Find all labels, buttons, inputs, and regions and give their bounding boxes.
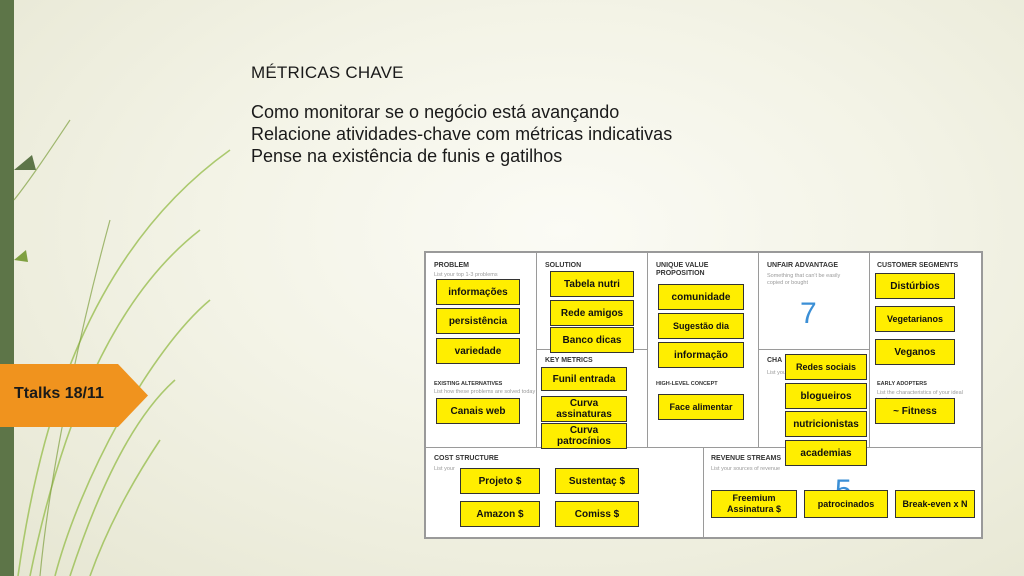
sticky-segment-1[interactable]: Distúrbios: [875, 273, 955, 299]
segments-header: CUSTOMER SEGMENTS: [877, 262, 959, 269]
sticky-channel-2[interactable]: blogueiros: [785, 383, 867, 409]
uvp-header: UNIQUE VALUE PROPOSITION: [656, 262, 709, 277]
sticky-problem-1[interactable]: informações: [436, 279, 520, 305]
slide-line-2: Relacione atividades-chave com métricas …: [251, 124, 673, 144]
problem-hint: List your top 1-3 problems: [434, 272, 498, 278]
alternatives-header: EXISTING ALTERNATIVES: [434, 381, 503, 387]
channels-hint: List your: [767, 370, 788, 376]
sticky-uvp-3[interactable]: informação: [658, 342, 744, 368]
sticky-problem-2[interactable]: persistência: [436, 308, 520, 334]
key-metrics-header: KEY METRICS: [545, 357, 593, 364]
slide-line-3: Pense na existência de funis e gatilhos: [251, 146, 563, 166]
sticky-segment-3[interactable]: Veganos: [875, 339, 955, 365]
alternatives-hint: List how these problems are solved today: [434, 389, 536, 395]
sticky-segment-2[interactable]: Vegetarianos: [875, 306, 955, 332]
session-badge: Ttalks 18/11: [0, 364, 148, 427]
revenue-header: REVENUE STREAMS: [711, 455, 782, 462]
sticky-channel-1[interactable]: Redes sociais: [785, 354, 867, 380]
session-badge-label: Ttalks 18/11: [14, 385, 104, 402]
sticky-solution-2[interactable]: Rede amigos: [550, 300, 634, 326]
sticky-cost-2[interactable]: Sustentaç $: [555, 468, 639, 494]
leaf-shape: [14, 155, 36, 170]
accent-bar: [0, 0, 14, 576]
sticky-solution-1[interactable]: Tabela nutri: [550, 271, 634, 297]
sticky-channel-3[interactable]: nutricionistas: [785, 411, 867, 437]
sticky-solution-3[interactable]: Banco dicas: [550, 327, 634, 353]
sticky-channel-4[interactable]: academias: [785, 440, 867, 466]
adopters-header: EARLY ADOPTERS: [877, 381, 927, 387]
cost-header: COST STRUCTURE: [434, 455, 499, 462]
sticky-uvp-1[interactable]: comunidade: [658, 284, 744, 310]
revenue-hint: List your sources of revenue: [711, 466, 781, 472]
sticky-metric-3[interactable]: Curva patrocínios: [541, 423, 627, 449]
sticky-problem-3[interactable]: variedade: [436, 338, 520, 364]
cost-hint: List your: [434, 466, 455, 472]
unfair-header: UNFAIR ADVANTAGE: [767, 262, 839, 269]
sticky-concept-1[interactable]: Face alimentar: [658, 394, 744, 420]
sticky-metric-2[interactable]: Curva assinaturas: [541, 396, 627, 422]
slide-title: MÉTRICAS CHAVE: [251, 63, 404, 82]
sticky-revenue-2[interactable]: patrocinados: [804, 490, 888, 518]
sticky-revenue-1[interactable]: Freemium Assinatura $: [711, 490, 797, 518]
slide-line-1: Como monitorar se o negócio está avançan…: [251, 102, 620, 122]
sticky-alternative-1[interactable]: Canais web: [436, 398, 520, 424]
problem-header: PROBLEM: [434, 262, 469, 269]
unfair-number: 7: [800, 297, 817, 330]
unfair-hint: Something that can't be easily copied or…: [767, 273, 841, 286]
sticky-cost-4[interactable]: Comiss $: [555, 501, 639, 527]
solution-header: SOLUTION: [545, 262, 582, 269]
sticky-revenue-3[interactable]: Break-even x N: [895, 490, 975, 518]
sticky-metric-1[interactable]: Funil entrada: [541, 367, 627, 391]
sticky-cost-3[interactable]: Amazon $: [460, 501, 540, 527]
sticky-uvp-2[interactable]: Sugestão dia: [658, 313, 744, 339]
concept-header: HIGH-LEVEL CONCEPT: [656, 381, 718, 387]
channels-header: CHA: [767, 357, 783, 364]
sticky-adopter-1[interactable]: ~ Fitness: [875, 398, 955, 424]
sticky-cost-1[interactable]: Projeto $: [460, 468, 540, 494]
slide-text: MÉTRICAS CHAVE Como monitorar se o negóc…: [251, 63, 672, 167]
